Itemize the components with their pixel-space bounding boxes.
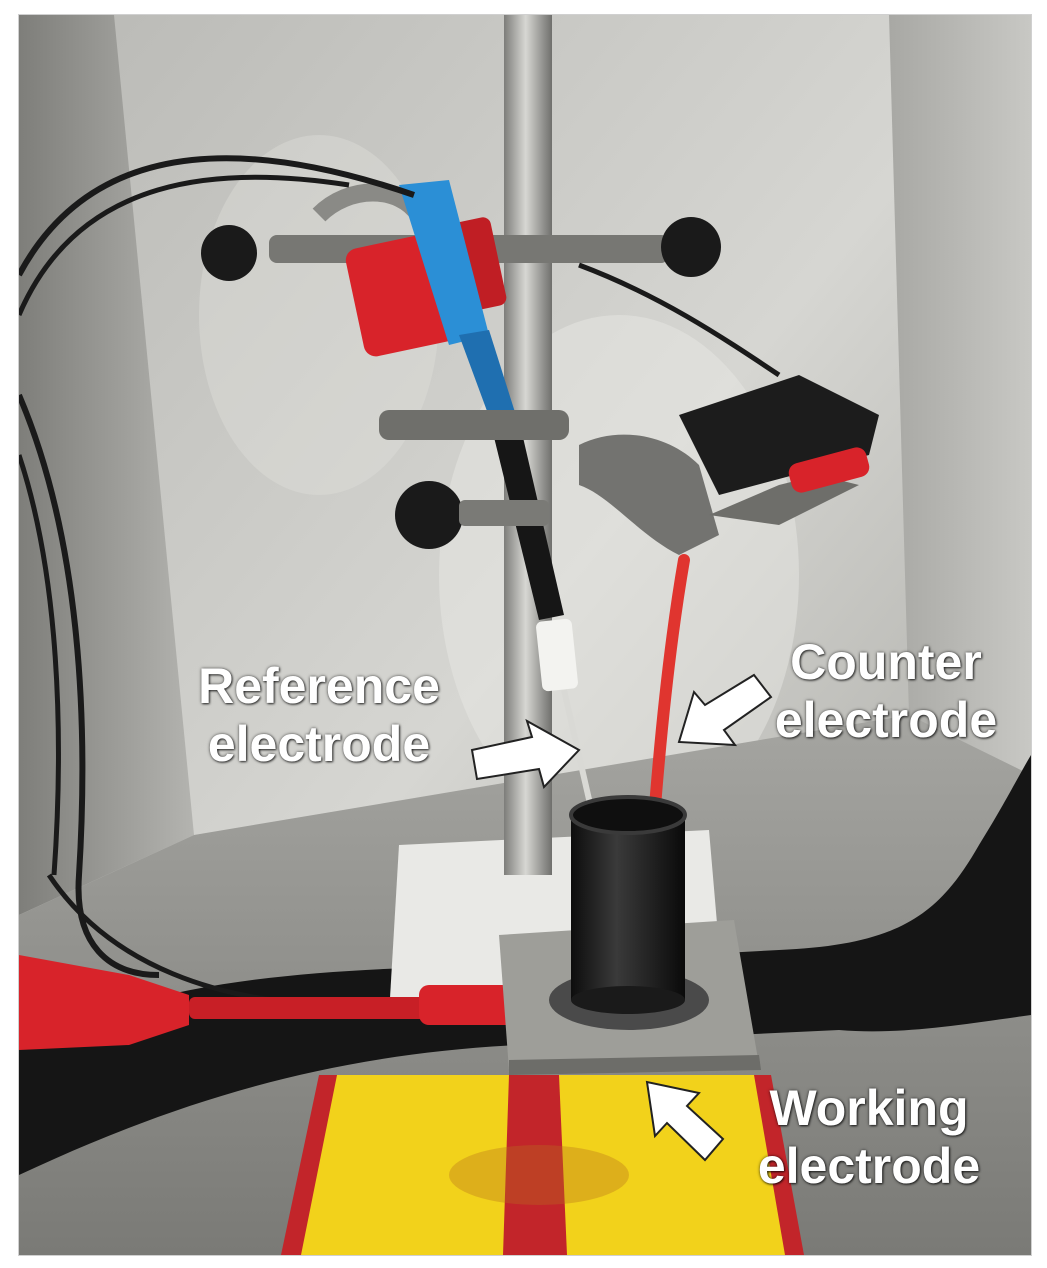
label-reference-line2: electrode	[207, 716, 431, 772]
label-counter-line1: Counter	[790, 634, 982, 690]
arrow-counter	[677, 673, 773, 747]
label-counter-electrode: Counter electrode	[741, 633, 1031, 749]
label-working-line2: electrode	[757, 1138, 981, 1194]
photo-illustration	[19, 15, 1031, 1255]
label-counter-line2: electrode	[774, 692, 998, 748]
arrow-working	[645, 1080, 725, 1162]
arrow-reference	[470, 718, 581, 789]
label-working-electrode: Working electrode	[719, 1079, 1019, 1195]
label-working-line1: Working	[769, 1080, 969, 1136]
label-reference-electrode: Reference electrode	[164, 657, 474, 773]
label-reference-line1: Reference	[198, 658, 440, 714]
lab-photo: Reference electrode Counter electrode Wo…	[18, 14, 1032, 1256]
